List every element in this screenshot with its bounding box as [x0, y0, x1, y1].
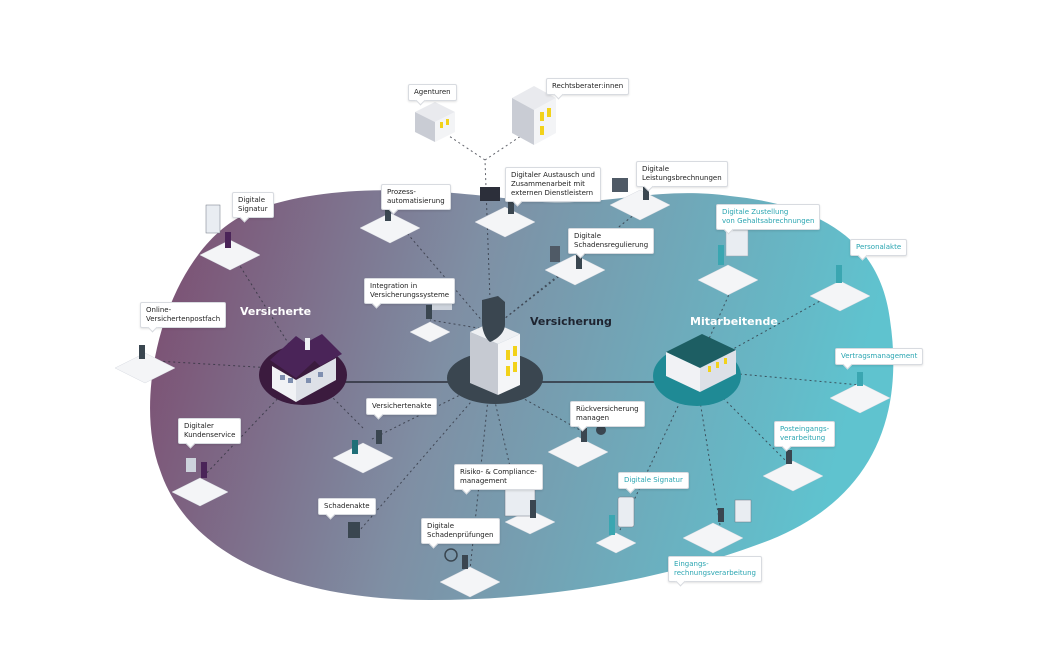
label-personalakte: Personalakte: [850, 239, 908, 256]
label-leistungsabrechnungen: Digitale Leistungsbrechnungen: [636, 161, 728, 187]
rechtsberater-building-icon: [512, 86, 556, 145]
label-digitale-signatur-right: Digitale Signatur: [618, 472, 689, 489]
label-posteingang: Posteingangs- verarbeitung: [774, 421, 836, 447]
people-and-screens: [139, 178, 863, 569]
label-kundenservice: Digitaler Kundenservice: [178, 418, 242, 444]
label-digitale-signatur-left: Digitale Signatur: [232, 192, 274, 218]
label-eingangsrechnung: Eingangs- rechnungsverarbeitung: [668, 556, 762, 582]
agenturen-building-icon: [415, 102, 455, 142]
label-schadenpruefungen: Digitale Schadenprüfungen: [421, 518, 500, 544]
hub-label-versicherte: Versicherte: [240, 305, 312, 318]
label-digitaler-austausch: Digitaler Austausch und Zusammenarbeit m…: [505, 167, 601, 202]
mitarbeitende-office-icon: [653, 334, 741, 406]
label-risiko: Risiko- & Compliance- management: [454, 464, 543, 490]
hub-label-versicherung: Versicherung: [530, 315, 612, 328]
versicherte-house-icon: [259, 334, 347, 405]
label-versichertenakte: Versichertenakte: [366, 398, 438, 415]
label-prozessautomatisierung: Prozess- automatisierung: [381, 184, 451, 210]
label-online-postfach: Online- Versichertenpostfach: [140, 302, 227, 328]
label-schadensregulierung: Digitale Schadensregulierung: [568, 228, 655, 254]
hub-label-mitarbeitende: Mitarbeitende: [690, 315, 778, 328]
versicherung-hub-icon: [447, 296, 543, 404]
label-integration: Integration in Versicherungssysteme: [364, 278, 456, 304]
label-rueckversicherung: Rückversicherung managen: [570, 401, 645, 427]
label-vertragsmanagement: Vertragsmanagement: [835, 348, 924, 365]
label-schadenakte: Schadenakte: [318, 498, 376, 515]
label-rechtsberater: Rechtsberater:innen: [546, 78, 630, 95]
label-gehaltsabrechnungen: Digitale Zustellung von Gehaltsabrechnun…: [716, 204, 821, 230]
workstation-tiles: [114, 189, 891, 598]
label-agenturen: Agenturen: [408, 84, 457, 101]
